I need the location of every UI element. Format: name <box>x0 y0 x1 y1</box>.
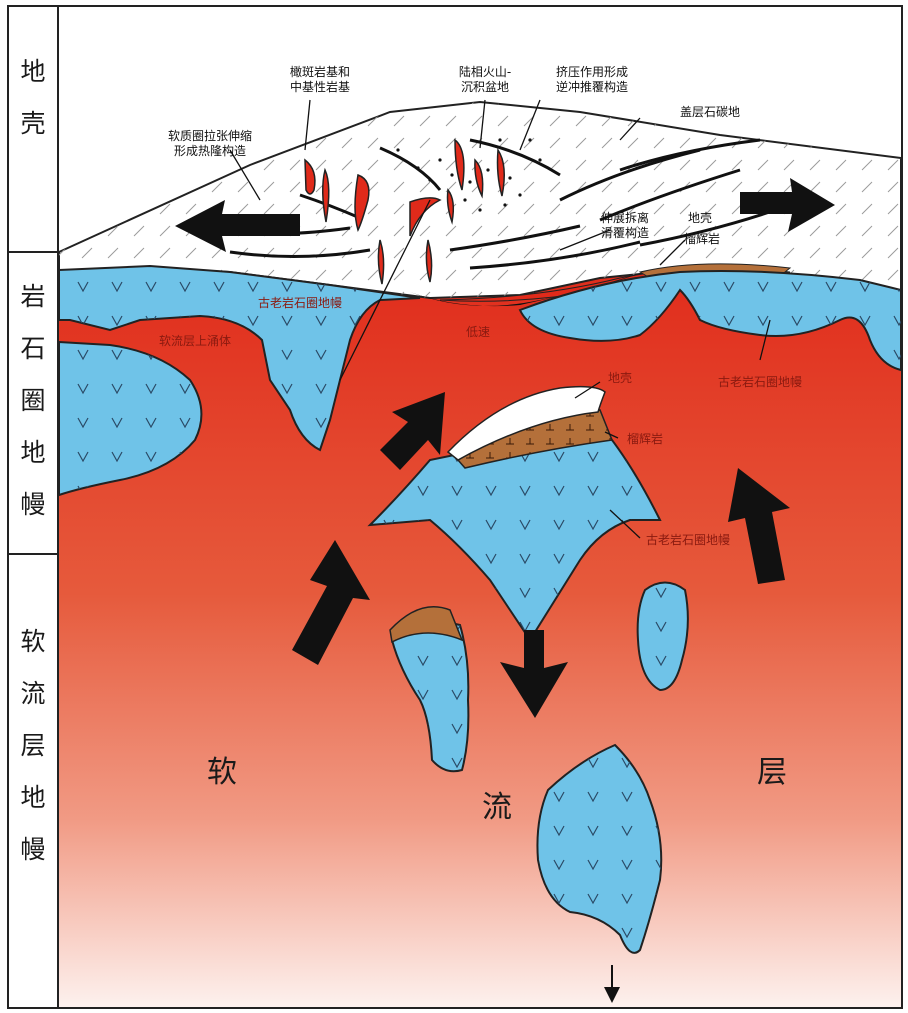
label-crust-small: 地壳 <box>688 211 712 225</box>
label-big-soft: 软 <box>207 755 237 790</box>
label-old-lithosphere-1: 古老岩石圈地幔 <box>258 295 342 310</box>
label-metamorphic: 榴辉岩 <box>684 231 720 246</box>
side-label-crust: 地壳 <box>20 57 45 138</box>
label-low-velocity: 低速 <box>466 325 490 339</box>
label-soft-dome: 软质圈拉张伸缩形成热隆构造 <box>168 128 252 158</box>
label-crust-block: 地壳 <box>608 371 632 385</box>
label-old-lithosphere-3: 古老岩石圈地幔 <box>718 374 802 389</box>
label-granitoid: 橄斑岩基和中基性岩基 <box>290 64 350 94</box>
label-overlying-strata: 盖层石碳地 <box>680 105 740 119</box>
label-compressional: 挤压作用形成逆冲推覆构造 <box>556 64 628 94</box>
side-label-lithospheric-mantle: 岩石圈地幔 <box>20 282 45 519</box>
label-old-lithosphere-2: 古老岩石圈地幔 <box>646 532 730 547</box>
label-eclogite: 榴辉岩 <box>627 431 663 446</box>
label-asthenosphere-upwelling: 软流层上涌体 <box>159 334 231 348</box>
label-big-layer: 层 <box>757 755 787 790</box>
asthenosphere-background <box>59 255 901 1007</box>
label-volcanic-basin: 陆相火山-沉积盆地 <box>459 64 511 94</box>
label-big-flow: 流 <box>482 790 512 825</box>
side-label-asthenospheric-mantle: 软流层地幔 <box>20 627 45 864</box>
